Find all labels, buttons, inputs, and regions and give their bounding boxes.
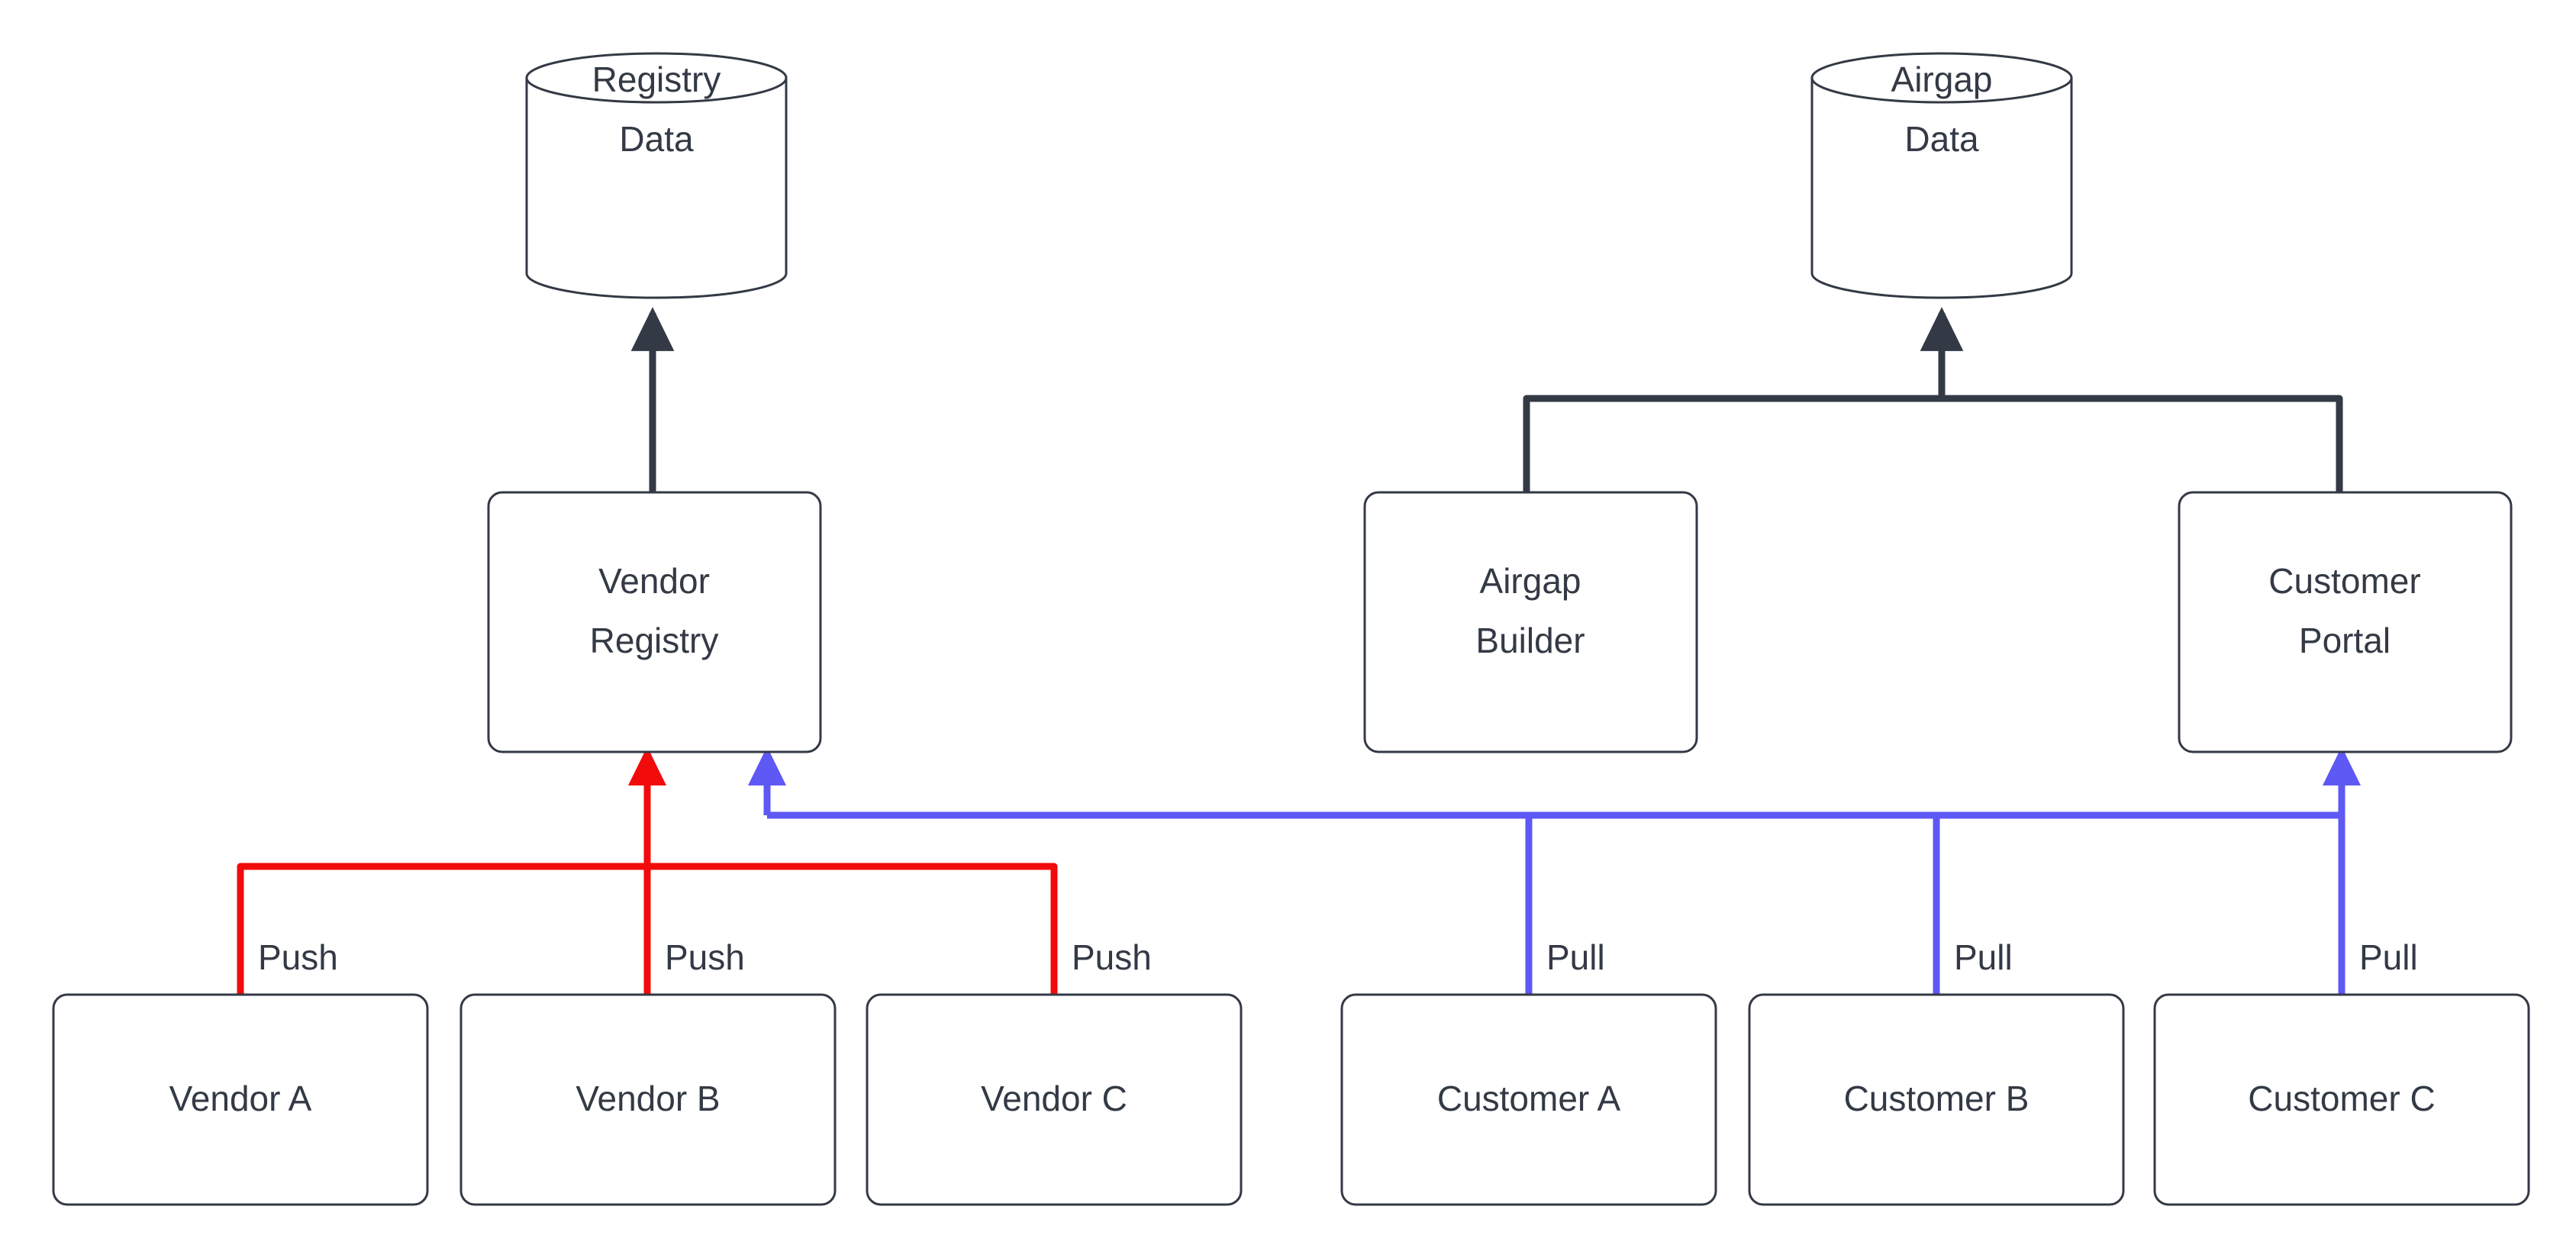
vendor-b-label: Vendor B: [575, 1079, 720, 1118]
vendor-c-label: Vendor C: [981, 1079, 1127, 1118]
airgap-builder-label-line1: Airgap: [1480, 561, 1581, 601]
edge-label-push-vendor-c: Push: [1072, 937, 1152, 977]
airgap-data-label-line2: Data: [1904, 119, 1979, 159]
airgap-builder-box: [1363, 491, 1698, 753]
node-vendor-registry[interactable]: Vendor Registry: [487, 491, 822, 753]
vendor-a-label: Vendor A: [169, 1079, 312, 1118]
node-vendor-c[interactable]: Vendor C: [866, 993, 1243, 1206]
registry-data-label-line2: Data: [619, 119, 694, 159]
customer-b-label: Customer B: [1844, 1079, 2030, 1118]
customer-portal-label-line2: Portal: [2299, 621, 2391, 660]
node-vendor-b[interactable]: Vendor B: [459, 993, 837, 1206]
airgap-data-top-ellipse: [1810, 52, 2073, 104]
vendor-b-box: [459, 993, 837, 1206]
vendor-registry-box: [487, 491, 822, 753]
registry-data-label-line1: Registry: [592, 60, 721, 99]
customer-a-label: Customer A: [1437, 1079, 1621, 1118]
datastore-registry-data[interactable]: Registry Data: [525, 52, 788, 299]
edge-label-push-vendor-b: Push: [665, 937, 745, 977]
vendor-registry-label-line1: Vendor: [598, 561, 710, 601]
registry-data-body: [525, 76, 788, 299]
edge-airgap-builder-to-bus: [1523, 395, 1942, 492]
node-airgap-builder[interactable]: Airgap Builder: [1363, 491, 1698, 753]
vendor-registry-label-line2: Registry: [590, 621, 719, 660]
airgap-data-label-line1: Airgap: [1891, 60, 1993, 99]
edge-label-pull-customer-a: Pull: [1546, 937, 1605, 977]
airgap-builder-label-line2: Builder: [1475, 621, 1585, 660]
customer-c-label: Customer C: [2248, 1079, 2435, 1118]
node-customer-c[interactable]: Customer C: [2153, 993, 2530, 1206]
edge-label-push-vendor-a: Push: [258, 937, 338, 977]
node-customer-a[interactable]: Customer A: [1340, 993, 1717, 1206]
node-customer-portal[interactable]: Customer Portal: [2178, 491, 2513, 753]
customer-portal-box: [2178, 491, 2513, 753]
datastore-airgap-data[interactable]: Airgap Data: [1810, 52, 2073, 299]
customer-portal-label-line1: Customer: [2268, 561, 2420, 601]
registry-data-top-ellipse: [525, 52, 788, 104]
edge-customer-portal-to-bus: [1942, 395, 2343, 492]
node-customer-b[interactable]: Customer B: [1748, 993, 2125, 1206]
vendor-c-box: [866, 993, 1243, 1206]
edge-vendor-c-push: [647, 863, 1058, 995]
airgap-data-body: [1810, 76, 2073, 299]
customer-b-box: [1748, 993, 2125, 1206]
node-vendor-a[interactable]: Vendor A: [52, 993, 429, 1206]
customer-a-box: [1340, 993, 1717, 1206]
edge-label-pull-customer-c: Pull: [2359, 937, 2418, 977]
edge-label-pull-customer-b: Pull: [1954, 937, 2013, 977]
customer-c-box: [2153, 993, 2530, 1206]
vendor-a-box: [52, 993, 429, 1206]
edge-vendor-a-push: [237, 863, 647, 995]
